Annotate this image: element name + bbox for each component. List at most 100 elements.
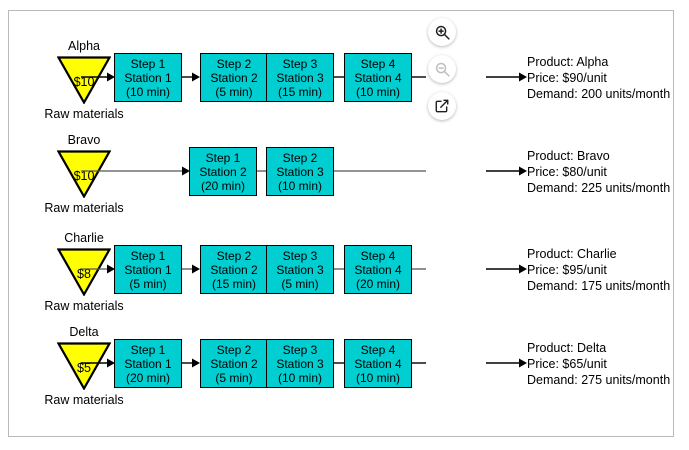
station-label: Station 2	[199, 164, 247, 179]
connector-to-output	[486, 72, 528, 82]
step-box[interactable]: Step 2 Station 2 (5 min)	[200, 53, 268, 102]
step-label: Step 1	[130, 342, 166, 357]
output-demand: Demand: 225 units/month	[527, 181, 671, 195]
step-label: Step 1	[130, 56, 166, 71]
zoom-out-button[interactable]	[428, 55, 456, 83]
output-price: Price: $90/unit	[527, 71, 607, 85]
step-label: Step 2	[282, 150, 318, 165]
step-label: Step 1	[130, 248, 166, 263]
source-title: Bravo	[67, 133, 101, 147]
source-title: Delta	[69, 325, 99, 339]
connector-step4-tail	[412, 358, 426, 368]
source-caption: Raw materials	[44, 299, 124, 313]
time-label: (10 min)	[277, 178, 322, 193]
station-label: Station 3	[276, 262, 324, 277]
connector-to-output	[486, 264, 528, 274]
connector-step4-tail	[412, 72, 426, 82]
station-label: Station 3	[276, 70, 324, 85]
step-label: Step 4	[360, 248, 396, 263]
diagram-canvas: Alpha $10 Raw materials Step 1 Station 1…	[8, 10, 674, 437]
station-label: Station 2	[210, 262, 258, 277]
output-labels: Product: Delta Price: $65/unit Demand: 2…	[527, 340, 670, 388]
time-label: (10 min)	[355, 84, 400, 99]
station-label: Station 3	[276, 356, 324, 371]
output-product: Product: Bravo	[527, 149, 610, 163]
time-label: (20 min)	[200, 178, 245, 193]
step-box[interactable]: Step 3 Station 3 (5 min)	[266, 245, 334, 294]
step-label: Step 3	[282, 248, 318, 263]
time-label: (5 min)	[129, 276, 167, 291]
station-label: Station 2	[210, 70, 258, 85]
step-label: Step 2	[216, 342, 252, 357]
step-box[interactable]: Step 1 Station 1 (20 min)	[114, 339, 182, 388]
step-box[interactable]: Step 3 Station 3 (10 min)	[266, 339, 334, 388]
step-box[interactable]: Step 1 Station 2 (20 min)	[189, 147, 257, 196]
process-row-bravo: Bravo $10 Raw materials Step 1 Station 2…	[9, 125, 673, 235]
source-caption: Raw materials	[44, 201, 124, 215]
zoom-in-button[interactable]	[428, 18, 456, 46]
station-label: Station 2	[210, 356, 258, 371]
time-label: (10 min)	[277, 370, 322, 385]
step-label: Step 3	[282, 56, 318, 71]
connector-to-output	[486, 166, 528, 176]
output-demand: Demand: 175 units/month	[527, 279, 671, 293]
diagram-toolbar	[428, 18, 458, 129]
connector-source-to-step1	[81, 264, 116, 274]
time-label: (20 min)	[355, 276, 400, 291]
station-label: Station 4	[354, 356, 402, 371]
time-label: (15 min)	[211, 276, 256, 291]
time-label: (5 min)	[215, 84, 253, 99]
step-box[interactable]: Step 2 Station 2 (5 min)	[200, 339, 268, 388]
process-row-charlie: Charlie $8 Raw materials Step 1 Station …	[9, 223, 673, 333]
step-box[interactable]: Step 1 Station 1 (10 min)	[114, 53, 182, 102]
output-demand: Demand: 200 units/month	[527, 87, 671, 101]
connector-step1-to-step2	[182, 72, 201, 82]
output-product: Product: Delta	[527, 341, 607, 355]
connector-step1-to-step2	[182, 358, 201, 368]
time-label: (5 min)	[215, 370, 253, 385]
step-box[interactable]: Step 1 Station 1 (5 min)	[114, 245, 182, 294]
output-price: Price: $65/unit	[527, 357, 607, 371]
step-label: Step 1	[205, 150, 241, 165]
connector-source-to-step1	[81, 72, 116, 82]
connector-step2-tail	[334, 166, 426, 176]
station-label: Station 4	[354, 70, 402, 85]
connector-step4-tail	[412, 264, 426, 274]
step-box[interactable]: Step 4 Station 4 (10 min)	[344, 53, 412, 102]
time-label: (10 min)	[125, 84, 170, 99]
output-demand: Demand: 275 units/month	[527, 373, 671, 387]
connector-source-to-step1	[81, 166, 191, 176]
process-row-delta: Delta $5 Raw materials Step 1 Station 1 …	[9, 317, 673, 427]
step-label: Step 2	[216, 248, 252, 263]
time-label: (15 min)	[277, 84, 322, 99]
source-caption: Raw materials	[44, 107, 124, 121]
station-label: Station 1	[124, 356, 172, 371]
step-label: Step 4	[360, 342, 396, 357]
step-label: Step 4	[360, 56, 396, 71]
connector-step1-to-step2	[182, 264, 201, 274]
step-label: Step 2	[216, 56, 252, 71]
time-label: (10 min)	[355, 370, 400, 385]
connector-to-output	[486, 358, 528, 368]
step-box[interactable]: Step 2 Station 3 (10 min)	[266, 147, 334, 196]
station-label: Station 1	[124, 262, 172, 277]
open-in-new-button[interactable]	[428, 92, 456, 120]
output-labels: Product: Bravo Price: $80/unit Demand: 2…	[527, 148, 670, 196]
output-product: Product: Charlie	[527, 247, 617, 261]
source-caption: Raw materials	[44, 393, 124, 407]
connector-source-to-step1	[81, 358, 116, 368]
output-labels: Product: Charlie Price: $95/unit Demand:…	[527, 246, 670, 294]
output-price: Price: $95/unit	[527, 263, 607, 277]
source-title: Charlie	[64, 231, 104, 245]
process-row-alpha: Alpha $10 Raw materials Step 1 Station 1…	[9, 31, 673, 141]
output-labels: Product: Alpha Price: $90/unit Demand: 2…	[527, 54, 670, 102]
output-price: Price: $80/unit	[527, 165, 607, 179]
time-label: (20 min)	[125, 370, 170, 385]
step-box[interactable]: Step 2 Station 2 (15 min)	[200, 245, 268, 294]
step-box[interactable]: Step 4 Station 4 (10 min)	[344, 339, 412, 388]
step-box[interactable]: Step 3 Station 3 (15 min)	[266, 53, 334, 102]
station-label: Station 3	[276, 164, 324, 179]
step-box[interactable]: Step 4 Station 4 (20 min)	[344, 245, 412, 294]
station-label: Station 4	[354, 262, 402, 277]
step-label: Step 3	[282, 342, 318, 357]
